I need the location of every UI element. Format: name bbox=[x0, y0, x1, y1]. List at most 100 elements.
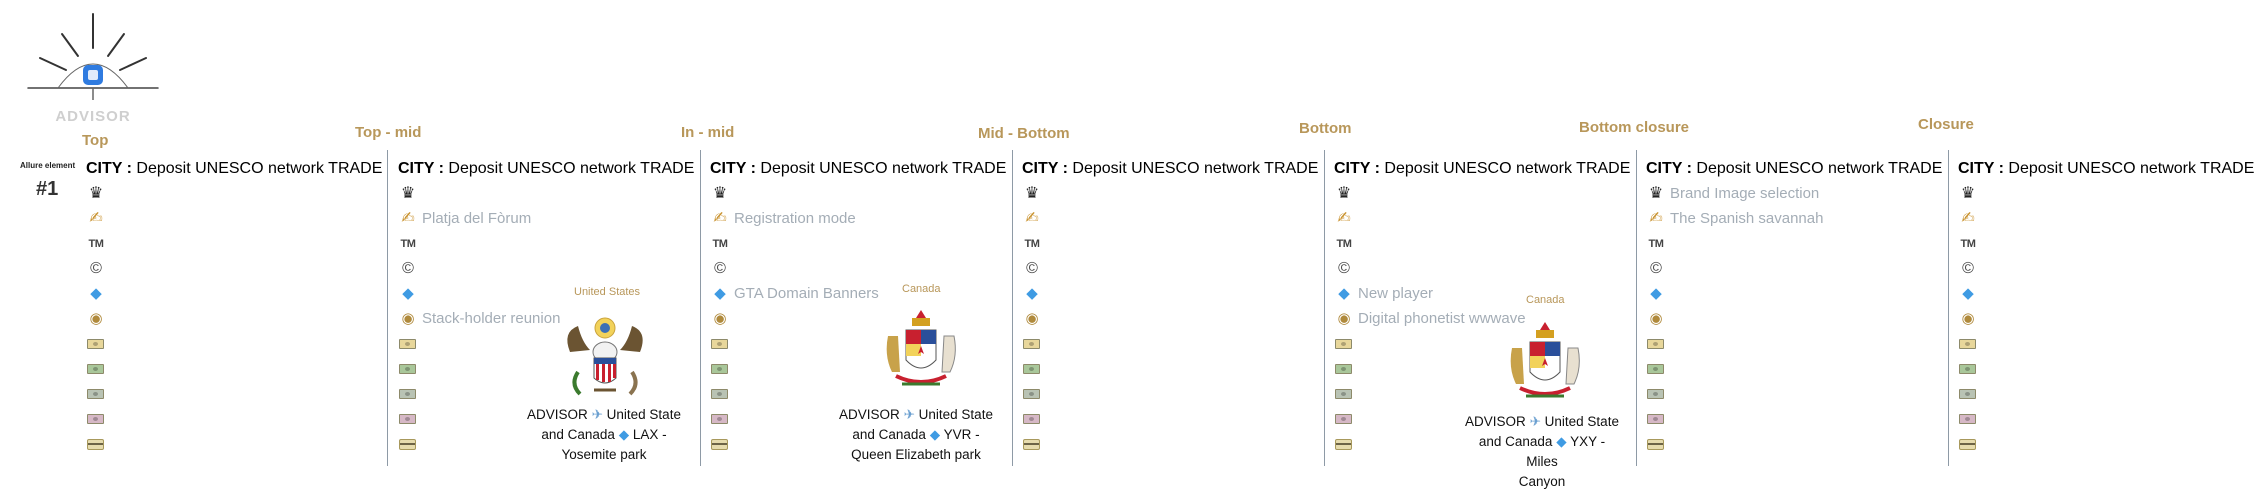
list-item: ◆ bbox=[398, 281, 688, 306]
airplane-icon: ✈ bbox=[591, 407, 603, 422]
airplane-icon: ✈ bbox=[1529, 414, 1541, 429]
list-item: TM bbox=[1958, 231, 2248, 256]
dollar-banknote-icon bbox=[1334, 360, 1354, 378]
column-title-text: Deposit UNESCO network TRADE bbox=[1696, 160, 1943, 177]
list-item-text: Registration mode bbox=[734, 210, 856, 227]
list-item: TM bbox=[86, 231, 376, 256]
trademark-icon: TM bbox=[88, 237, 104, 250]
copyright-icon: © bbox=[1650, 259, 1662, 277]
column-separator bbox=[1324, 150, 1325, 466]
money-bag-icon: ◉ bbox=[1025, 309, 1039, 327]
list-item bbox=[1646, 406, 1936, 431]
credit-card-icon bbox=[1646, 435, 1666, 453]
list-item bbox=[1334, 406, 1624, 431]
stage-label-top: Top bbox=[82, 132, 109, 149]
column-closure: CITY : Deposit UNESCO network TRADE♛✍TM©… bbox=[1958, 157, 2254, 456]
emblem-caption-lax: ADVISOR ✈ United State and Canada ◆ LAX … bbox=[524, 405, 684, 465]
caption-airport: YVR - bbox=[943, 427, 980, 442]
list-item: © bbox=[86, 256, 376, 281]
yen-banknote-icon bbox=[1958, 335, 1978, 353]
column-top-mid: CITY : Deposit UNESCO network TRADE♛✍Pla… bbox=[398, 157, 694, 456]
list-item: © bbox=[1646, 256, 1936, 281]
city-label: CITY : bbox=[1022, 160, 1068, 177]
list-item bbox=[1334, 431, 1624, 456]
money-bag-icon: ◉ bbox=[89, 309, 103, 327]
column-separator bbox=[1636, 150, 1637, 466]
city-label: CITY : bbox=[1646, 160, 1692, 177]
euro-banknote-icon bbox=[1646, 385, 1666, 403]
list-item: ♛ bbox=[86, 181, 376, 206]
list-item bbox=[1334, 381, 1624, 406]
top-hat-icon: ♛ bbox=[1024, 184, 1040, 202]
list-item: TM bbox=[1646, 231, 1936, 256]
caption-region: and Canada bbox=[541, 427, 615, 442]
list-item bbox=[398, 406, 688, 431]
caption-advisor: ADVISOR bbox=[527, 407, 588, 422]
list-item: ◆ bbox=[1958, 281, 2248, 306]
money-bag-icon: ◉ bbox=[1961, 309, 1975, 327]
gem-icon: ◆ bbox=[1556, 434, 1567, 449]
city-label: CITY : bbox=[710, 160, 756, 177]
list-item bbox=[398, 356, 688, 381]
list-item bbox=[1646, 431, 1936, 456]
caption-region: and Canada bbox=[1478, 434, 1553, 449]
trademark-icon: TM bbox=[712, 237, 728, 250]
list-item bbox=[1646, 331, 1936, 356]
writing-hand-icon: ✍ bbox=[1337, 209, 1351, 227]
yen-banknote-icon bbox=[1646, 335, 1666, 353]
list-item bbox=[1958, 431, 2248, 456]
column-separator bbox=[387, 150, 388, 466]
column-title: CITY : Deposit UNESCO network TRADE bbox=[1334, 157, 1630, 181]
list-item: ◉ bbox=[1958, 306, 2248, 331]
list-item: © bbox=[1334, 256, 1624, 281]
gem-icon: ◆ bbox=[90, 284, 102, 302]
gem-icon: ◆ bbox=[1338, 284, 1350, 302]
caption-destination: Canyon bbox=[1518, 474, 1566, 489]
list-item: © bbox=[1958, 256, 2248, 281]
list-item: ✍ bbox=[1958, 206, 2248, 231]
stage-label-top-mid: Top - mid bbox=[355, 124, 422, 141]
gem-icon: ◆ bbox=[929, 427, 941, 442]
list-item bbox=[1958, 381, 2248, 406]
list-item: ◆ New player bbox=[1334, 281, 1624, 306]
canada-coat-of-arms-icon bbox=[1510, 322, 1580, 398]
caption-advisor: ADVISOR bbox=[839, 407, 900, 422]
list-item bbox=[1958, 406, 2248, 431]
list-item: © bbox=[710, 256, 1000, 281]
trademark-icon: TM bbox=[1960, 237, 1976, 250]
list-item: ♛ bbox=[1022, 181, 1312, 206]
writing-hand-icon: ✍ bbox=[713, 209, 727, 227]
stage-label-closure: Closure bbox=[1918, 116, 1974, 133]
list-item: ◆ bbox=[1022, 281, 1312, 306]
column-title: CITY : Deposit UNESCO network TRADE bbox=[86, 157, 382, 181]
list-item: ◉ bbox=[710, 306, 1000, 331]
list-item: ♛ bbox=[1958, 181, 2248, 206]
list-item bbox=[1334, 356, 1624, 381]
list-item-text: New player bbox=[1358, 285, 1434, 302]
list-item bbox=[1958, 331, 2248, 356]
list-item: ✍ Registration mode bbox=[710, 206, 1000, 231]
list-item bbox=[1022, 356, 1312, 381]
yen-banknote-icon bbox=[86, 335, 106, 353]
list-item: ◆ bbox=[86, 281, 376, 306]
gem-icon: ◆ bbox=[1026, 284, 1038, 302]
trademark-icon: TM bbox=[1336, 237, 1352, 250]
column-separator bbox=[700, 150, 701, 466]
pound-banknote-icon bbox=[1334, 410, 1354, 428]
column-title: CITY : Deposit UNESCO network TRADE bbox=[1022, 157, 1318, 181]
list-item bbox=[710, 431, 1000, 456]
list-item bbox=[710, 381, 1000, 406]
caption-country: United State bbox=[918, 407, 993, 422]
list-item: © bbox=[398, 256, 688, 281]
emblem-label-canada: Canada bbox=[1526, 294, 1565, 306]
pound-banknote-icon bbox=[1022, 410, 1042, 428]
us-great-seal-icon bbox=[567, 317, 643, 396]
euro-banknote-icon bbox=[710, 385, 730, 403]
city-label: CITY : bbox=[86, 160, 132, 177]
column-title-text: Deposit UNESCO network TRADE bbox=[136, 160, 383, 177]
list-item bbox=[86, 406, 376, 431]
column-title-text: Deposit UNESCO network TRADE bbox=[760, 160, 1007, 177]
yen-banknote-icon bbox=[1334, 335, 1354, 353]
pound-banknote-icon bbox=[1958, 410, 1978, 428]
city-label: CITY : bbox=[1334, 160, 1380, 177]
